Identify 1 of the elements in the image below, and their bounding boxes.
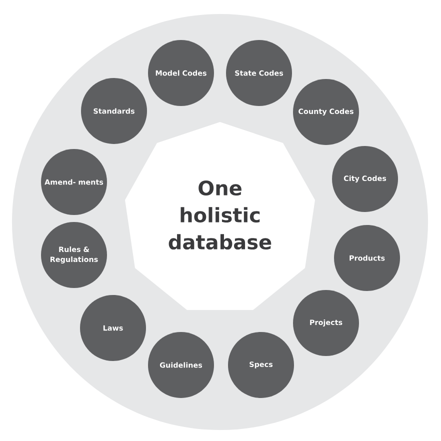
center-polygon: One holistic database [125, 122, 315, 310]
